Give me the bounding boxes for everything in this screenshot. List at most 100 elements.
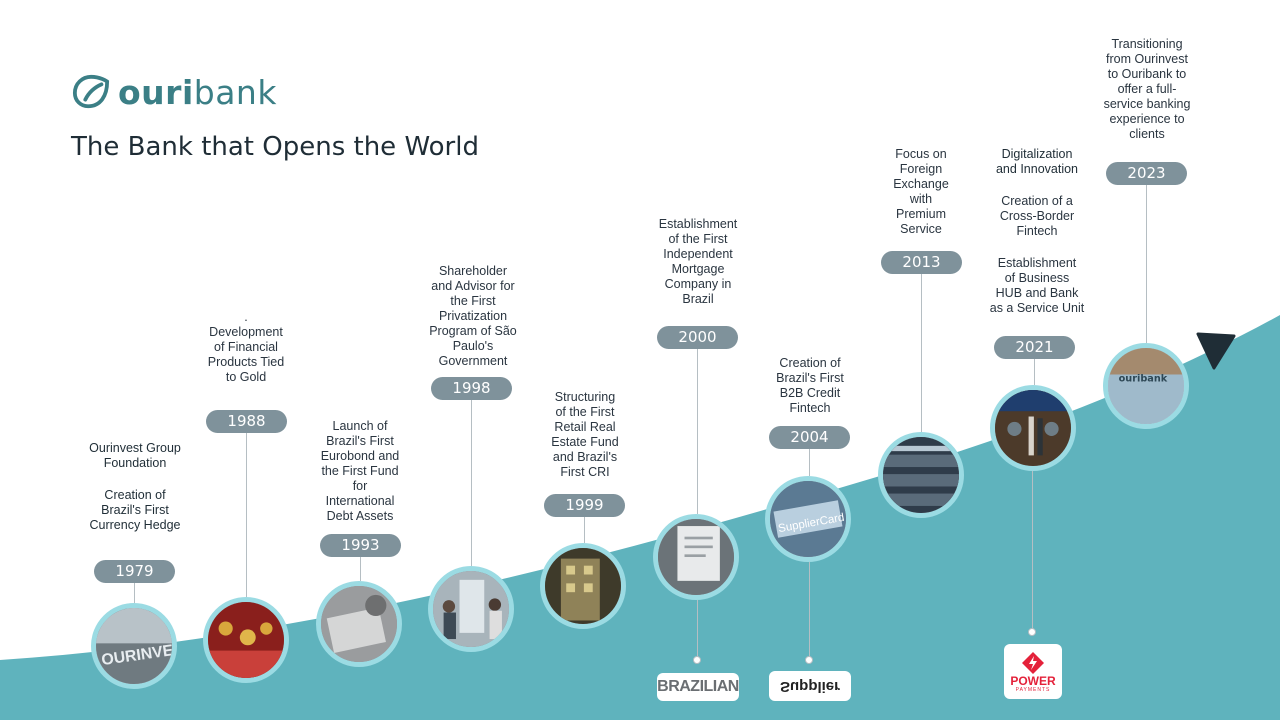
- year-pill-1999: 1999: [544, 494, 625, 517]
- logo-wordmark-regular: bank: [193, 72, 277, 112]
- milestone-line: Establishment: [658, 217, 738, 231]
- connector-dot: [805, 656, 813, 664]
- milestone-1979-text: Ourinvest Group Foundation Creation of B…: [75, 441, 195, 533]
- brazilian-logo-text: BRAZILIAN: [657, 678, 739, 695]
- milestone-line: to Ouribank to: [1107, 67, 1187, 81]
- milestone-line: of the First: [668, 232, 728, 246]
- milestone-line: Currency Hedge: [89, 518, 181, 532]
- milestone-line: Estate Fund: [551, 435, 619, 449]
- milestone-2004-text: Creation of Brazil's First B2B Credit Fi…: [763, 356, 857, 416]
- milestone-line: Digitalization: [1001, 147, 1073, 161]
- milestone-line: Foundation: [103, 456, 167, 470]
- milestone-line: Paulo's: [452, 339, 494, 353]
- year-pill-2013: 2013: [881, 251, 962, 274]
- milestone-line: Ourinvest Group: [89, 441, 181, 455]
- milestone-line: offer a full-: [1117, 82, 1177, 96]
- connector-line: [471, 400, 472, 566]
- logo-wordmark-bold: ouri: [118, 72, 194, 112]
- photo-2023-ouribank-sign: ouribank: [1103, 343, 1189, 429]
- milestone-1998-text: Shareholder and Advisor for the First Pr…: [418, 264, 528, 369]
- milestone-2013-text: Focus on Foreign Exchange with Premium S…: [881, 147, 961, 237]
- milestone-line: experience to: [1109, 112, 1185, 126]
- milestone-2021-text: Digitalization and Innovation Creation o…: [980, 147, 1094, 316]
- milestone-line: as a Service Unit: [989, 301, 1085, 315]
- year-pill-2021: 2021: [994, 336, 1075, 359]
- milestone-line: to Gold: [225, 370, 267, 384]
- milestone-line: Debt Assets: [326, 509, 394, 523]
- milestone-line: Fintech: [1016, 224, 1058, 238]
- connector-line: [1146, 185, 1147, 343]
- milestone-line: and Brazil's: [552, 450, 618, 464]
- milestone-line: Brazil's First: [326, 434, 394, 448]
- connector-line: [584, 517, 585, 543]
- photo-1988-gold: [203, 597, 289, 683]
- power-bolt-icon: [1022, 651, 1044, 674]
- milestone-line: service banking: [1103, 97, 1191, 111]
- milestone-line: Foreign: [899, 162, 943, 176]
- milestone-line: Service: [900, 222, 942, 236]
- connector-line: [134, 583, 135, 603]
- connector-line: [809, 449, 810, 476]
- milestone-line: Focus on: [895, 147, 947, 161]
- connector-line: [246, 433, 247, 597]
- milestone-line: and Innovation: [995, 162, 1078, 176]
- milestone-line: Government: [438, 354, 508, 368]
- milestone-line: Launch of: [332, 419, 388, 433]
- milestone-line: of Financial: [214, 340, 278, 354]
- photo-2021-office: [990, 385, 1076, 471]
- milestone-line: for: [352, 479, 368, 493]
- arrow-mark-icon: [1196, 332, 1236, 370]
- milestone-line: from Ourinvest: [1106, 52, 1188, 66]
- milestone-line: First CRI: [560, 465, 610, 479]
- photo-1979-ourinvest-sign: OURINVE: [91, 603, 177, 689]
- milestone-line: Cross-Border: [999, 209, 1075, 223]
- milestone-line: Transitioning: [1111, 37, 1183, 51]
- milestone-line: Premium: [895, 207, 946, 221]
- milestone-line: Eurobond and: [320, 449, 400, 463]
- connector-line: [809, 562, 810, 658]
- year-pill-2023: 2023: [1106, 162, 1187, 185]
- milestone-line: Creation of: [104, 488, 166, 502]
- milestone-line: Establishment: [997, 256, 1077, 270]
- ouribank-sign-text: ouribank: [1119, 374, 1168, 385]
- milestone-2000-text: Establishment of the First Independent M…: [648, 217, 748, 307]
- milestone-line: and Advisor for: [431, 279, 515, 293]
- milestone-1988-text: . Development of Financial Products Tied…: [196, 310, 296, 385]
- milestone-line: Fintech: [789, 401, 831, 415]
- milestone-1999-text: Structuring of the First Retail Real Est…: [536, 390, 634, 480]
- milestone-line: of the First: [555, 405, 615, 419]
- photo-2000-certificate: [653, 514, 739, 600]
- milestone-line: Development: [209, 325, 283, 339]
- milestone-line: Brazil's First: [101, 503, 169, 517]
- page-title: The Bank that Opens the World: [71, 132, 479, 162]
- connector-line: [1032, 471, 1033, 631]
- milestone-line: Creation of a: [1001, 194, 1073, 208]
- milestone-line: with: [909, 192, 933, 206]
- connector-line: [921, 274, 922, 432]
- power-payments-logo: POWER PAYMENTS: [1004, 644, 1062, 699]
- milestone-line: International: [325, 494, 395, 508]
- photo-2004-supplier-card: SupplierCard: [765, 476, 851, 562]
- supplier-logo-text: Supplier: [779, 677, 840, 695]
- year-pill-2004: 2004: [769, 426, 850, 449]
- milestone-line: Independent: [663, 247, 733, 261]
- year-pill-1988: 1988: [206, 410, 287, 433]
- milestone-line: Shareholder: [438, 264, 508, 278]
- connector-line: [360, 557, 361, 581]
- milestone-line: Brazil: [682, 292, 714, 306]
- logo-wordmark: ouribank: [118, 76, 277, 109]
- supplier-logo: Supplier: [769, 671, 851, 701]
- milestone-line: Mortgage: [671, 262, 725, 276]
- milestone-2023-text: Transitioning from Ourinvest to Ouribank…: [1091, 37, 1203, 142]
- year-pill-1998: 1998: [431, 377, 512, 400]
- milestone-line: B2B Credit: [779, 386, 841, 400]
- milestone-1993-text: Launch of Brazil's First Eurobond and th…: [309, 419, 411, 524]
- power-logo-subtext: PAYMENTS: [1015, 686, 1051, 693]
- milestone-line: Exchange: [893, 177, 949, 191]
- milestone-line: the First: [450, 294, 496, 308]
- year-pill-2000: 2000: [657, 326, 738, 349]
- connector-dot: [693, 656, 701, 664]
- milestone-line: clients: [1129, 127, 1165, 141]
- photo-1998-meeting: [428, 566, 514, 652]
- milestone-line: of Business: [1004, 271, 1070, 285]
